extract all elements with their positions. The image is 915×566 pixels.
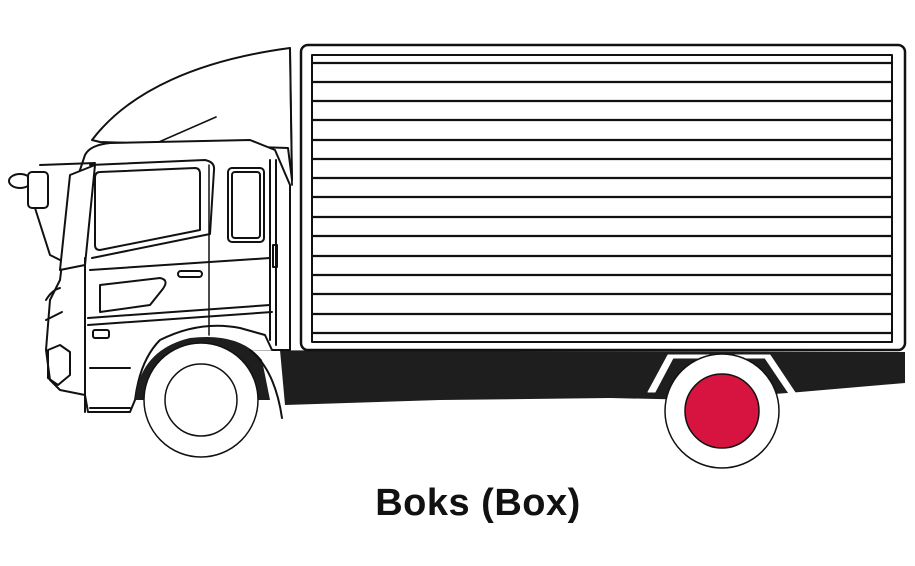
cargo-box bbox=[299, 43, 907, 352]
door-window bbox=[94, 167, 201, 251]
side-mirror bbox=[8, 162, 96, 261]
caption-label: Boks (Box) bbox=[375, 482, 581, 524]
rear-wheel bbox=[664, 353, 780, 469]
cab-rear-window bbox=[227, 167, 265, 243]
front-wheel bbox=[143, 342, 259, 458]
rear-wheel-arch bbox=[647, 354, 797, 396]
door-handle bbox=[177, 270, 203, 278]
